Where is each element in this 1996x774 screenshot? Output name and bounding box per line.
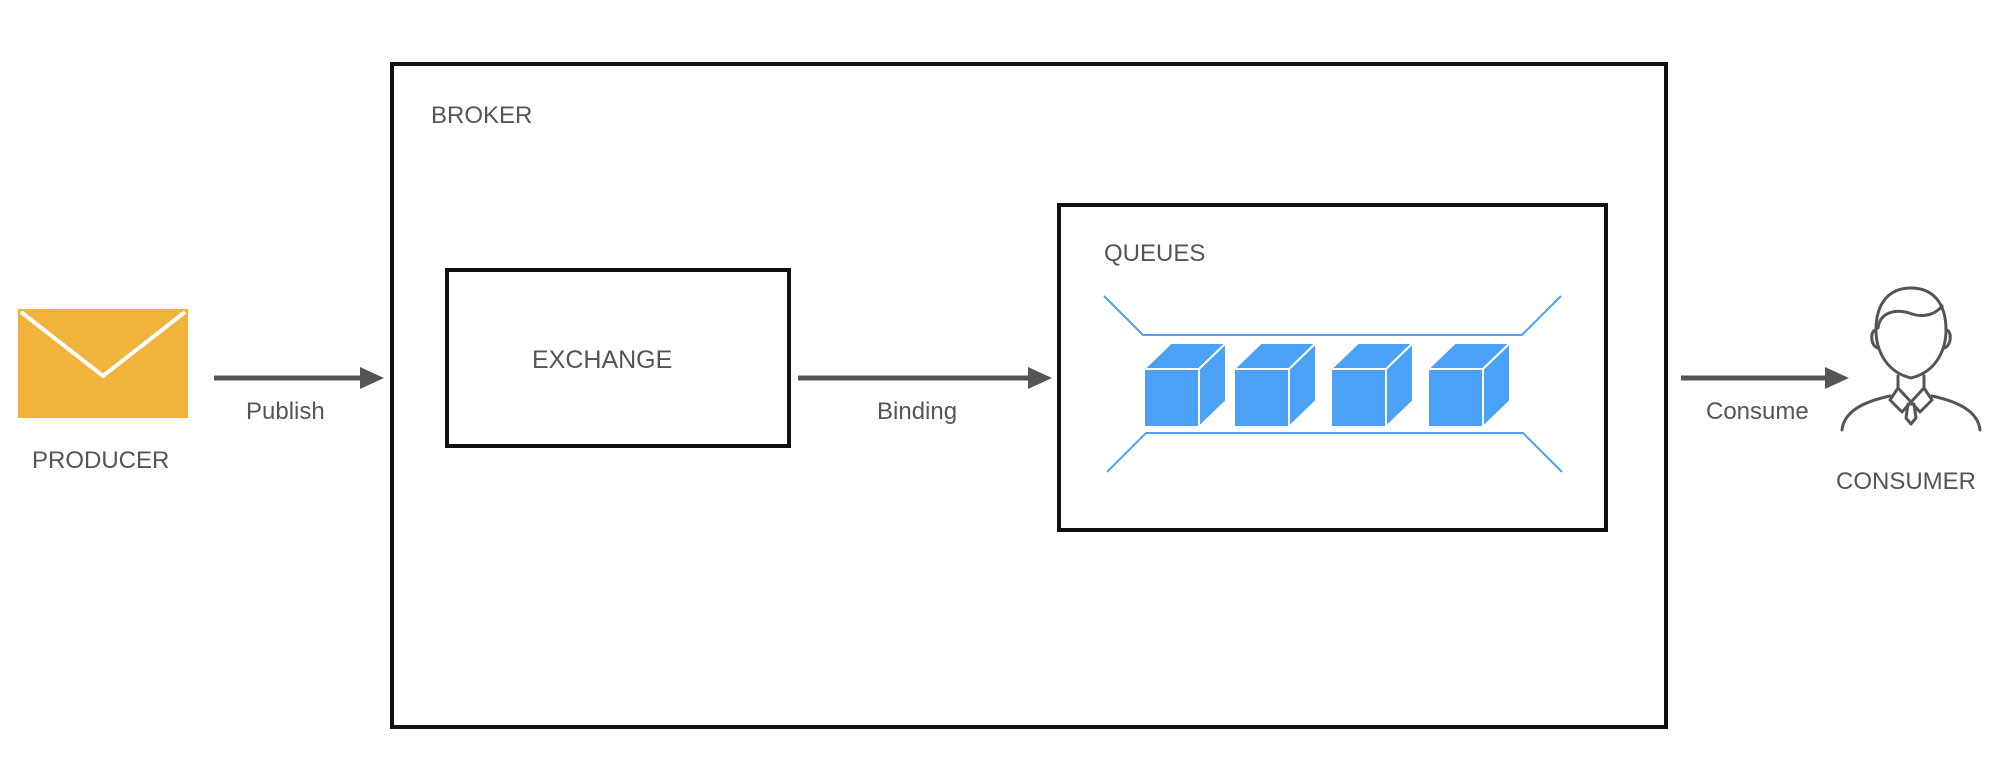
binding-arrow [798,367,1052,389]
queue-cube-4 [1427,342,1511,428]
consumer-label: CONSUMER [1836,468,1977,495]
queue-cube-3 [1330,342,1414,428]
exchange-box [445,268,791,448]
envelope-icon [18,309,188,418]
publish-arrow [214,367,384,389]
exchange-label: EXCHANGE [532,346,673,374]
queue-cube-1 [1143,342,1227,428]
consume-arrow [1681,367,1849,389]
queue-cube-2 [1233,342,1317,428]
publish-label: Publish [246,398,325,425]
consume-label: Consume [1706,398,1809,425]
broker-label: BROKER [431,102,533,129]
queues-box [1057,203,1608,532]
producer-label: PRODUCER [32,447,170,474]
binding-label: Binding [877,398,958,425]
broker-box [390,62,1668,729]
person-icon [1840,286,1982,432]
queues-label: QUEUES [1104,240,1206,267]
